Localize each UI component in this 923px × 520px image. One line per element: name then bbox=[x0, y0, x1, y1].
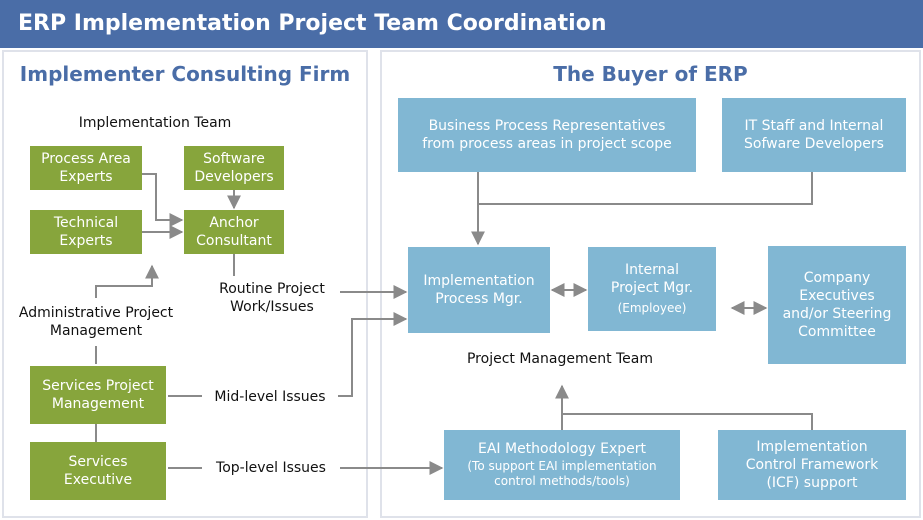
connector-process-area-to-anchor bbox=[142, 173, 184, 227]
implementer-panel bbox=[2, 50, 368, 518]
eai-methodology-expert-box: EAI Methodology Expert(To support EAI im… bbox=[444, 430, 680, 500]
buyer-panel-title: The Buyer of ERP bbox=[553, 62, 748, 86]
implementer-panel-title: Implementer Consulting Firm bbox=[19, 62, 351, 86]
connector-icf-to-pm-team bbox=[562, 413, 813, 430]
top-level-issues-label: Top-level Issues bbox=[216, 460, 326, 476]
page-title: ERP Implementation Project Team Coordina… bbox=[0, 0, 923, 48]
mid-level-issues-label: Mid-level Issues bbox=[214, 389, 326, 405]
implementation-team-label: Implementation Team bbox=[78, 115, 232, 131]
connector-mid-to-impl-pm bbox=[338, 312, 408, 397]
connector-admin-to-anchor bbox=[95, 264, 159, 298]
connector-it-to-impl-pm bbox=[478, 172, 813, 205]
project-management-team-label: Project Management Team bbox=[466, 351, 654, 367]
